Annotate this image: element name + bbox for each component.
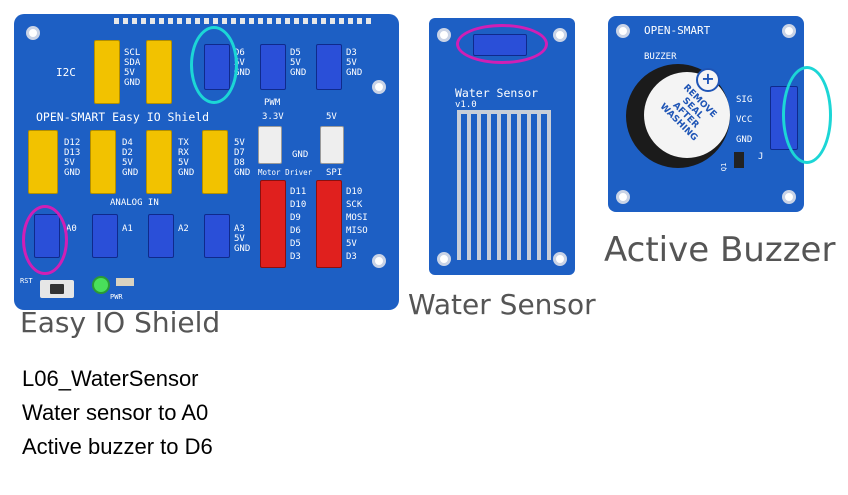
buzzer-plus-mark: + [696,68,720,92]
sensing-traces [457,110,551,260]
a3-connector [204,214,230,258]
mounting-hole [372,254,386,268]
water-sensor-highlight-ring [456,24,548,64]
note-line-1: L06_WaterSensor [22,366,199,392]
v33-label: 3.3V [262,112,284,122]
v33-connector [258,126,282,164]
d12-d13-connector [28,130,58,194]
mounting-hole [782,24,796,38]
a0-highlight-ring [22,205,68,275]
pwm-label: PWM [264,98,280,108]
motor-pins-label: D11 D10 D9 D6 D5 D3 [290,186,306,264]
a3-pins-label: A3 5V GND [234,224,250,254]
motor-driver-label: Motor Driver [258,168,312,178]
a2-label: A2 [178,224,189,234]
pwr-label: PWR [110,292,123,302]
j-label: J [758,152,763,162]
i2c-connector-1 [94,40,120,104]
row1-b-label: D4 D2 5V GND [122,138,138,178]
d3-connector [316,44,342,90]
water-sensor-title: Water Sensor [455,88,538,98]
shield-caption: Easy IO Shield [20,306,220,339]
row1-a-label: D12 D13 5V GND [64,138,80,178]
rst-label: RST [20,276,33,286]
a1-connector [92,214,118,258]
spi-pins-label: D10 SCK MOSI MISO 5V D3 [346,186,368,264]
a0-label: A0 [66,224,77,234]
spi-connector [316,180,342,268]
a2-connector [148,214,174,258]
gnd-label: GND [292,150,308,160]
d4-d2-connector [90,130,116,194]
mounting-hole [782,190,796,204]
buzzer-caption: Active Buzzer [604,230,835,270]
shield-title: OPEN-SMART Easy IO Shield [36,112,209,122]
buzzer-highlight-ring [782,66,832,164]
transistor-q1 [734,152,744,168]
mounting-hole [372,80,386,94]
d5-pins-label: D5 5V GND [290,48,306,78]
a1-label: A1 [122,224,133,234]
spi-label: SPI [326,168,342,178]
water-sensor-version: v1.0 [455,100,477,110]
motor-driver-connector [260,180,286,268]
i2c-connector-2 [146,40,172,104]
v5-label: 5V [326,112,337,122]
analog-in-label: ANALOG IN [110,198,159,208]
q1-label: Q1 [719,163,729,171]
i2c-label: I2C [56,68,76,78]
i2c-pins-label: SCL SDA 5V GND [124,48,140,88]
note-line-3: Active buzzer to D6 [22,434,213,460]
buzzer-pins-label: SIG VCC GND [736,90,752,150]
mounting-hole [26,26,40,40]
mounting-hole [437,28,451,42]
row1-d-label: 5V D7 D8 GND [234,138,250,178]
row1-c-label: TX RX 5V GND [178,138,194,178]
v5-connector [320,126,344,164]
buzzer-label: BUZZER [644,52,677,62]
tx-rx-connector [146,130,172,194]
buzzer-brand: OPEN-SMART [644,26,710,36]
d7-d8-connector [202,130,228,194]
d3-pins-label: D3 5V GND [346,48,362,78]
d6-highlight-ring [190,26,238,104]
mounting-hole [616,190,630,204]
buzzer-board: OPEN-SMART BUZZER + REMOVE SEAL AFTER WA… [608,16,804,212]
header-strip [114,18,374,24]
mounting-hole [616,24,630,38]
note-line-2: Water sensor to A0 [22,400,208,426]
water-sensor-caption: Water Sensor [408,288,596,321]
resistor [116,278,134,286]
d5-connector [260,44,286,90]
power-led [92,276,110,294]
mounting-hole [553,28,567,42]
reset-button-cap [50,284,64,294]
mounting-hole [437,252,451,266]
mounting-hole [553,252,567,266]
